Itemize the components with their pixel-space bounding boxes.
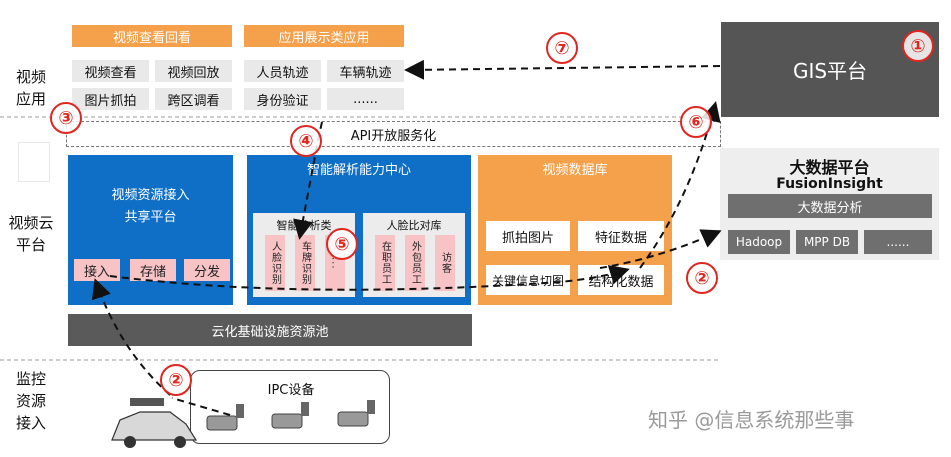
- police-car-icon: [111, 398, 198, 448]
- more-apps-item[interactable]: ......: [327, 88, 404, 110]
- watermark-text: 知乎 @信息系统那些事: [648, 408, 855, 432]
- arrow-car-to-access: [91, 278, 171, 396]
- face-db-title: 人脸比对库: [386, 219, 442, 232]
- bigdata-subtitle: FusionInsight: [776, 176, 883, 192]
- face-recognition-item[interactable]: 人脸识别: [265, 235, 285, 291]
- ipc-camera-icon-3: [337, 400, 375, 427]
- arrow-gis-to-apps: [404, 59, 721, 80]
- marker-5: ⑤: [326, 228, 358, 260]
- arrow-ipc-to-car: [171, 397, 231, 416]
- placeholder-box: [18, 142, 50, 182]
- api-service-bar: API开放服务化: [66, 121, 721, 147]
- marker-6: ⑥: [680, 106, 712, 138]
- bigdata-title: 大数据平台: [789, 158, 870, 177]
- marker-2-bigdata: ②: [686, 262, 718, 294]
- ipc-camera-icon-2: [271, 402, 309, 429]
- ai-center-title: 智能解析能力中心: [306, 163, 411, 178]
- identity-verify-item[interactable]: 身份验证: [244, 88, 321, 110]
- video-resource-title: 视频资源接入 共享平台: [111, 188, 190, 225]
- bigdata-platform: 大数据平台 FusionInsight 大数据分析 Hadoop MPP DB …: [720, 148, 939, 260]
- feature-data-tile[interactable]: 特征数据: [578, 221, 664, 251]
- gis-platform[interactable]: GIS平台: [721, 22, 939, 117]
- key-info-crop-tile[interactable]: 关键信息切图: [486, 265, 570, 295]
- cross-region-view-item[interactable]: 跨区调看: [155, 88, 232, 110]
- snapshot-item[interactable]: 图片抓拍: [72, 88, 149, 110]
- video-playback-item[interactable]: 视频回放: [155, 60, 232, 82]
- ipc-label: IPC设备: [267, 383, 315, 398]
- face-db-box: 人脸比对库 在职员工 外包员工 访客: [363, 213, 465, 297]
- layer-label-access: 监控 资源 接入: [15, 370, 46, 432]
- video-db-panel: 视频数据库 抓拍图片 特征数据 关键信息切图 结构化数据: [478, 155, 672, 305]
- display-apps-header: 应用展示类应用: [244, 25, 404, 47]
- snapshot-images-tile[interactable]: 抓拍图片: [486, 221, 570, 251]
- ipc-device-box: IPC设备: [190, 370, 390, 444]
- ipc-camera-icon-1: [206, 404, 244, 431]
- mppdb-tile[interactable]: MPP DB: [796, 230, 858, 254]
- access-button[interactable]: 接入: [74, 259, 120, 281]
- marker-4: ④: [290, 125, 322, 157]
- layer-label-cloud: 视频云 平台: [8, 214, 54, 254]
- marker-2-access: ②: [160, 364, 192, 396]
- video-view-item[interactable]: 视频查看: [72, 60, 149, 82]
- hadoop-tile[interactable]: Hadoop: [728, 230, 790, 254]
- contractor-item[interactable]: 外包员工: [405, 235, 425, 291]
- cloud-infra-bar: 云化基础设施资源池: [68, 314, 472, 346]
- distribute-button[interactable]: 分发: [184, 259, 230, 281]
- layer-label-app: 视频 应用: [15, 68, 46, 108]
- arrow-access-to-structured: [109, 265, 630, 291]
- vehicle-track-item[interactable]: 车辆轨迹: [327, 60, 404, 82]
- bigdata-analysis-tile[interactable]: 大数据分析: [728, 194, 932, 218]
- visitor-item[interactable]: 访客: [435, 235, 455, 291]
- more-bigdata-tile[interactable]: ......: [864, 230, 932, 254]
- video-db-title: 视频数据库: [542, 163, 608, 178]
- plate-recognition-item[interactable]: 车牌识别: [295, 235, 315, 291]
- ai-center-panel: 智能解析能力中心 智能分析类 人脸识别 车牌识别 ... 人脸比对库 在职员工 …: [247, 155, 471, 305]
- marker-7: ⑦: [546, 32, 578, 64]
- marker-1: ①: [902, 30, 934, 62]
- employee-item[interactable]: 在职员工: [375, 235, 395, 291]
- video-review-header: 视频查看回看: [72, 25, 232, 47]
- storage-button[interactable]: 存储: [130, 259, 176, 281]
- arrow-structured-to-bigdata: [599, 229, 722, 269]
- marker-3: ③: [50, 102, 82, 134]
- person-track-item[interactable]: 人员轨迹: [244, 60, 321, 82]
